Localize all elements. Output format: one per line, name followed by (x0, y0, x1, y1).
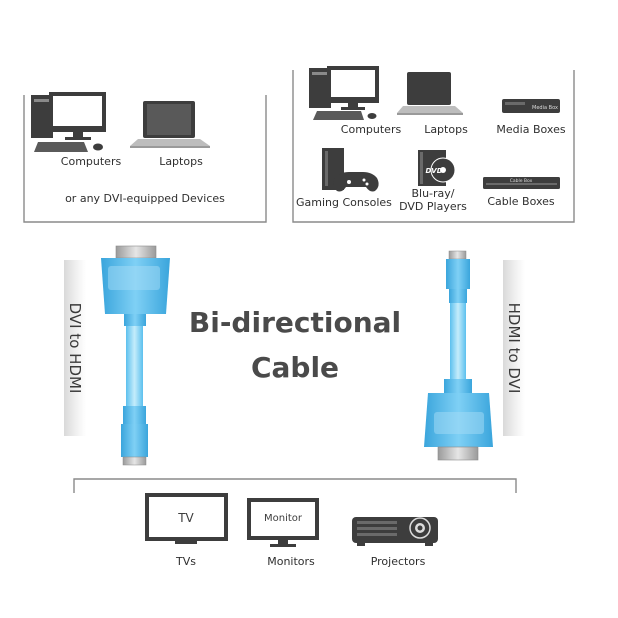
tv-screen-text: TV (177, 511, 194, 525)
dvd-icon: DVD (418, 150, 456, 186)
left-laptops-label: Laptops (159, 155, 203, 168)
tv-icon: TV (145, 493, 228, 544)
projectors-label: Projectors (370, 555, 426, 568)
computer-icon-right (309, 66, 379, 120)
top-right-bracket (292, 70, 575, 223)
cable-box-screen-text: Cable Box (510, 178, 533, 184)
title-line-2: Cable (250, 351, 340, 384)
monitors-label: Monitors (267, 555, 315, 568)
projector-icon (352, 517, 438, 546)
cable-boxes-label: Cable Boxes (487, 195, 555, 208)
left-footer-label: or any DVI-equipped Devices (65, 192, 225, 205)
media-box-icon: Media Box (502, 99, 560, 113)
bluray-label-line1: Blu-ray/ (411, 187, 455, 200)
hdmi-to-dvi-cable (424, 250, 493, 461)
dvi-to-hdmi-side-label: DVI to HDMI (64, 260, 86, 436)
media-box-screen-text: Media Box (532, 105, 558, 111)
right-computers-label: Computers (340, 123, 402, 136)
bottom-bracket (73, 478, 517, 493)
gaming-consoles-label: Gaming Consoles (296, 196, 392, 209)
cable-box-icon: Cable Box (483, 177, 560, 189)
gaming-console-icon (322, 148, 379, 192)
left-computers-label: Computers (60, 155, 122, 168)
dvi-to-hdmi-cable (101, 245, 170, 466)
monitor-screen-text: Monitor (264, 513, 303, 524)
title-line-1: Bi-directional (188, 306, 402, 339)
dvd-logo-text: DVD (425, 167, 442, 175)
computer-icon-left (31, 92, 106, 152)
laptop-icon-left (130, 101, 210, 148)
media-boxes-label: Media Boxes (496, 123, 566, 136)
hdmi-to-dvi-side-label: HDMI to DVI (503, 260, 525, 436)
monitor-icon: Monitor (247, 498, 319, 547)
right-laptops-label: Laptops (424, 123, 468, 136)
bluray-label-line2: DVD Players (399, 200, 467, 213)
tvs-label: TVs (176, 555, 196, 568)
side-label-bg-right (503, 260, 525, 436)
side-label-text-left: DVI to HDMI (66, 302, 84, 394)
side-label-text-right: HDMI to DVI (505, 302, 523, 394)
side-label-bg-left (64, 260, 86, 436)
top-left-bracket (23, 95, 267, 223)
laptop-icon-right (397, 72, 463, 115)
